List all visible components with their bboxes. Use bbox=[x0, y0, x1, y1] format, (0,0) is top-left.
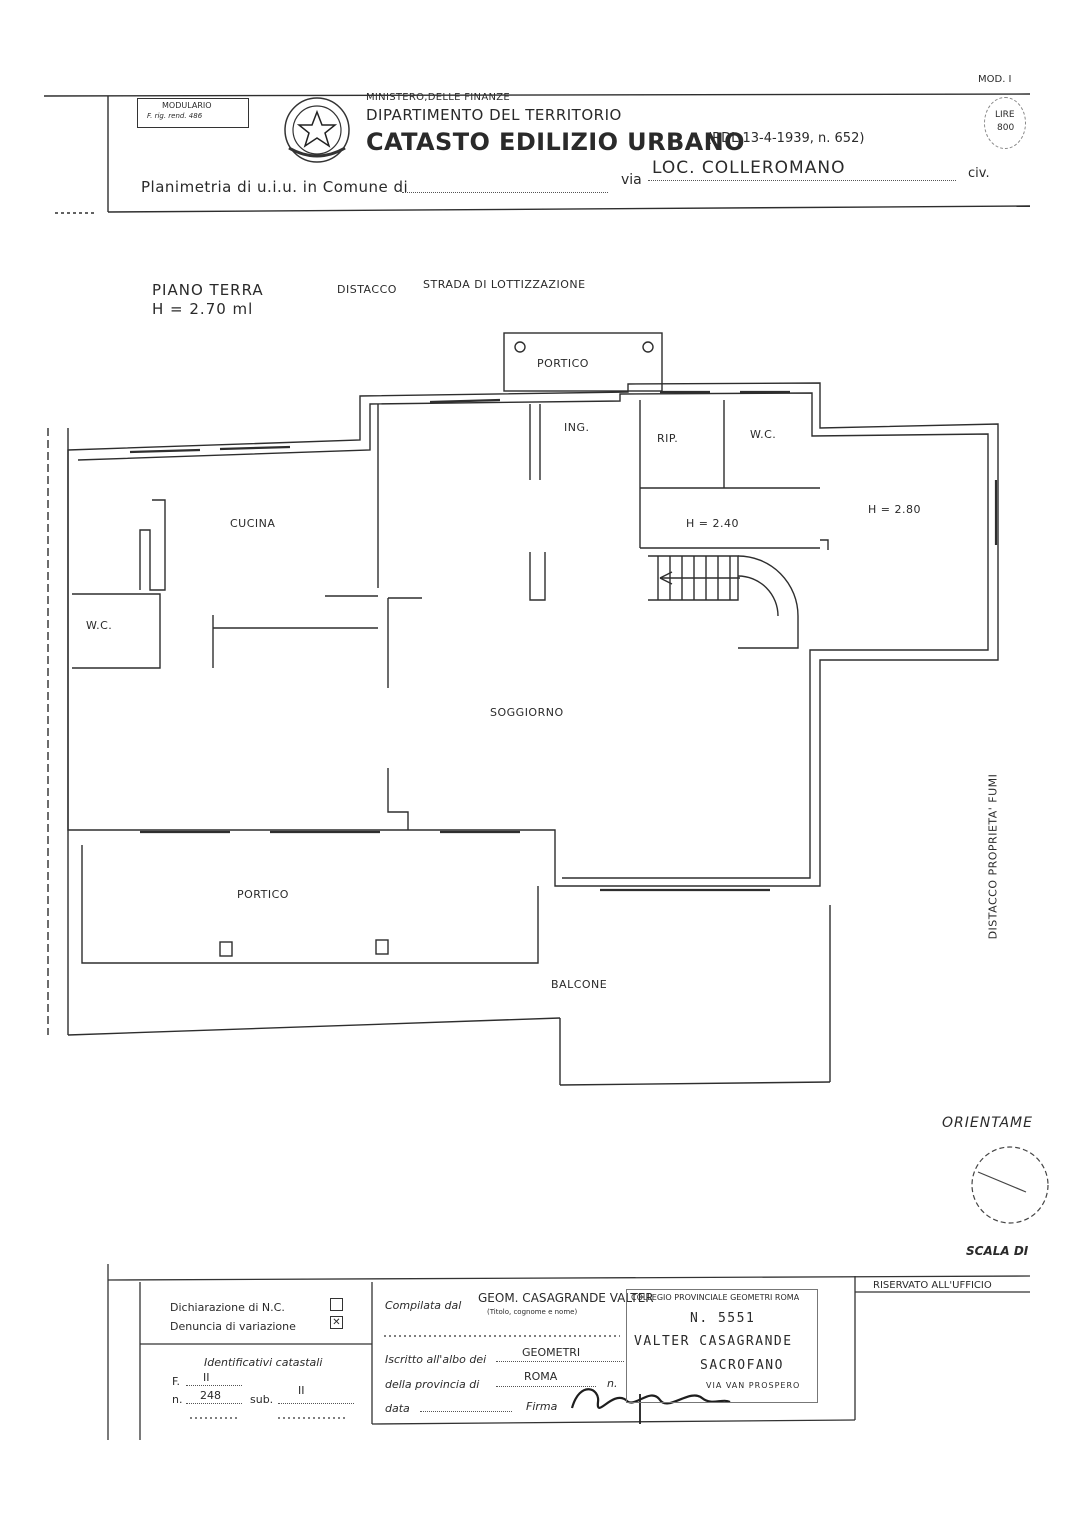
room-ingresso: ING. bbox=[564, 421, 590, 434]
dichiarazione-label: Dichiarazione di N.C. bbox=[170, 1301, 285, 1314]
room-height-280: H = 2.80 bbox=[868, 503, 921, 516]
provincia-value: ROMA bbox=[524, 1370, 558, 1383]
modulario-label: MODULARIO bbox=[162, 101, 212, 110]
floor-height: H = 2.70 ml bbox=[152, 300, 254, 318]
comune-dotted-field bbox=[402, 192, 608, 193]
floor-label: PIANO TERRA bbox=[152, 281, 264, 299]
sub-value: II bbox=[298, 1384, 305, 1397]
stamp-town: SACROFANO bbox=[700, 1358, 784, 1373]
room-portico-bottom: PORTICO bbox=[237, 888, 289, 901]
via-label: via bbox=[621, 172, 642, 188]
catasto-title: CATASTO EDILIZIO URBANO bbox=[366, 128, 745, 156]
room-wc-left: W.C. bbox=[86, 619, 113, 632]
identificativi-heading: Identificativi catastali bbox=[204, 1356, 323, 1369]
numero-value: 248 bbox=[200, 1389, 221, 1402]
modulario-ref: F. rig. rend. 486 bbox=[147, 112, 203, 120]
sub-dotted bbox=[278, 1403, 354, 1404]
lire-label: LIRE bbox=[995, 110, 1015, 120]
room-portico-top: PORTICO bbox=[537, 357, 589, 370]
sub-label: sub. bbox=[250, 1393, 274, 1406]
street-label: STRADA DI LOTTIZZAZIONE bbox=[423, 278, 586, 291]
via-dotted-field bbox=[648, 180, 956, 181]
titolo-hint: (Titolo, cognome e nome) bbox=[487, 1308, 578, 1316]
via-value: LOC. COLLEROMANO bbox=[652, 158, 846, 178]
rdl-reference: (RDL 13-4-1939, n. 652) bbox=[707, 131, 865, 146]
numero-label: n. bbox=[172, 1393, 183, 1406]
revenue-stamp bbox=[984, 97, 1026, 149]
room-ripostiglio: RIP. bbox=[657, 432, 679, 445]
stamp-college: COLLEGIO PROVINCIALE GEOMETRI ROMA bbox=[631, 1293, 800, 1302]
room-balcone: BALCONE bbox=[551, 978, 608, 991]
foglio-label: F. bbox=[172, 1375, 181, 1388]
iscritto-dotted bbox=[496, 1361, 624, 1362]
compilata-label: Compilata dal bbox=[385, 1299, 462, 1312]
ministry-name: MINISTERO,DELLE FINANZE bbox=[366, 92, 511, 103]
numero-dotted bbox=[186, 1403, 242, 1404]
foglio-dotted bbox=[186, 1385, 242, 1386]
distacco-label: DISTACCO bbox=[337, 283, 397, 296]
room-soggiorno: SOGGIORNO bbox=[490, 706, 564, 719]
modulario-box bbox=[137, 98, 249, 128]
professional-stamp bbox=[626, 1289, 818, 1403]
iscritto-value: GEOMETRI bbox=[522, 1346, 581, 1359]
compilata-value: GEOM. CASAGRANDE VALTER bbox=[478, 1291, 654, 1305]
albo-number-label: n. bbox=[607, 1377, 618, 1390]
provincia-dotted bbox=[496, 1386, 596, 1387]
stamp-address: VIA VAN PROSPERO bbox=[706, 1381, 801, 1390]
denuncia-checkbox[interactable]: ✕ bbox=[330, 1316, 343, 1329]
dichiarazione-checkbox[interactable] bbox=[330, 1298, 343, 1311]
planimetria-label: Planimetria di u.i.u. in Comune di bbox=[141, 178, 409, 196]
riservato-label: RISERVATO ALL'UFFICIO bbox=[873, 1280, 992, 1291]
stamp-number: N. 5551 bbox=[690, 1311, 756, 1326]
stamp-name: VALTER CASAGRANDE bbox=[634, 1334, 793, 1349]
orientamento-label: ORIENTAME bbox=[942, 1115, 1033, 1131]
lire-value: 800 bbox=[997, 123, 1015, 133]
room-height-240: H = 2.40 bbox=[686, 517, 739, 530]
firma-label: Firma bbox=[526, 1400, 558, 1413]
iscritto-label: Iscritto all'albo dei bbox=[385, 1353, 487, 1366]
mod-label: MOD. I bbox=[978, 74, 1012, 85]
data-dotted bbox=[420, 1411, 512, 1412]
foglio-value: II bbox=[203, 1371, 210, 1384]
room-wc-top: W.C. bbox=[750, 428, 777, 441]
data-label: data bbox=[385, 1402, 410, 1415]
civ-label: civ. bbox=[968, 166, 990, 181]
room-cucina: CUCINA bbox=[230, 517, 276, 530]
denuncia-label: Denuncia di variazione bbox=[170, 1320, 296, 1333]
side-boundary-note: DISTACCO PROPRIETA' FUMI bbox=[986, 773, 1000, 940]
provincia-label: della provincia di bbox=[385, 1378, 480, 1391]
scala-label: SCALA DI bbox=[966, 1244, 1029, 1258]
department-name: DIPARTIMENTO DEL TERRITORIO bbox=[366, 106, 622, 124]
